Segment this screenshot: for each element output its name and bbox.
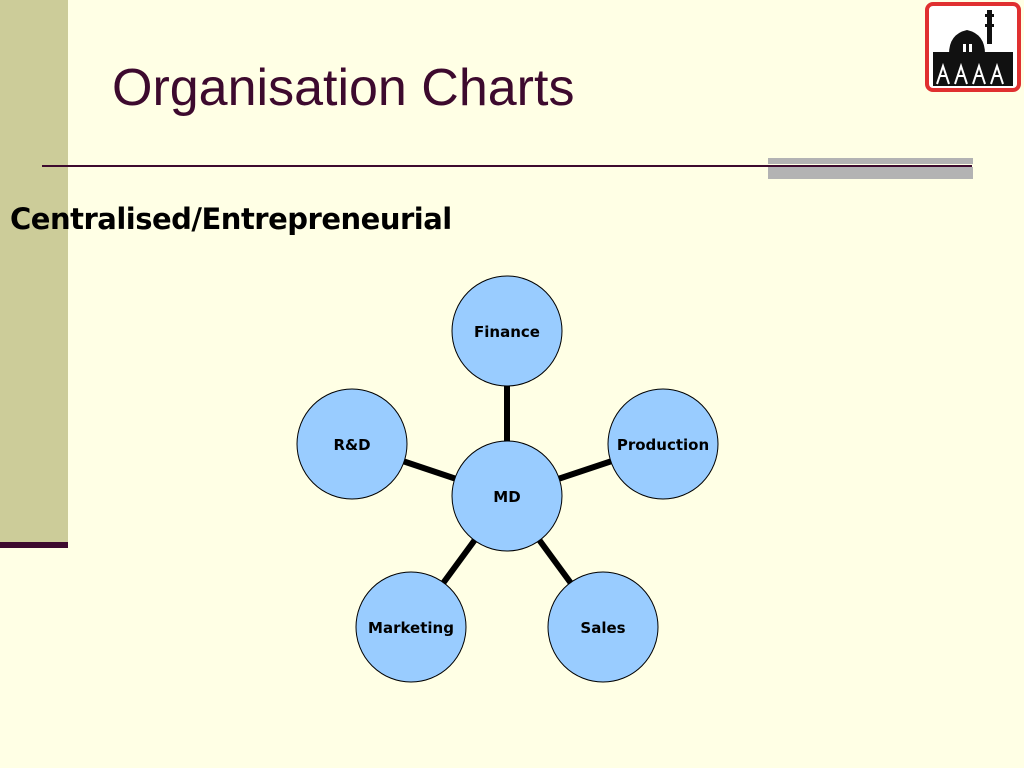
connector-lines	[403, 386, 612, 585]
node-production: Production	[607, 388, 719, 500]
slide-title: Organisation Charts	[112, 59, 575, 117]
node-sales-label: Sales	[580, 619, 625, 637]
node-rnd: R&D	[296, 388, 408, 500]
node-marketing-label: Marketing	[368, 619, 454, 637]
connector-md-rnd	[403, 458, 456, 482]
node-md-circle	[451, 440, 563, 552]
mosque-logo-icon	[925, 2, 1021, 92]
node-finance-circle	[451, 275, 563, 387]
node-marketing-circle	[355, 571, 467, 683]
connector-md-production	[558, 458, 612, 482]
node-production-circle	[607, 388, 719, 500]
left-sidebar-accent	[0, 542, 68, 548]
title-divider	[42, 165, 972, 167]
connector-md-marketing	[441, 538, 477, 585]
node-md-label: MD	[493, 488, 520, 506]
slide-subtitle: Centralised/Entrepreneurial	[10, 202, 452, 236]
node-finance-label: Finance	[474, 323, 540, 341]
node-rnd-circle	[296, 388, 408, 500]
node-sales: Sales	[547, 571, 659, 683]
connector-md-sales	[537, 538, 573, 585]
node-marketing: Marketing	[355, 571, 467, 683]
left-sidebar-band	[0, 0, 68, 545]
title-divider-accent	[768, 158, 973, 179]
node-production-label: Production	[617, 436, 709, 454]
node-md: MD	[451, 440, 563, 552]
node-sales-circle	[547, 571, 659, 683]
node-finance: Finance	[451, 275, 563, 387]
node-rnd-label: R&D	[333, 436, 370, 454]
